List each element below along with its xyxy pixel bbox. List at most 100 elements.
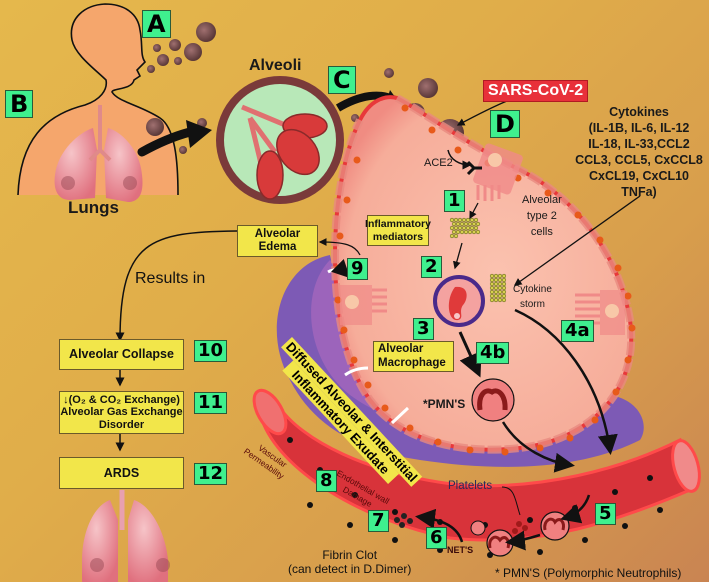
- cytokine-dot: [493, 285, 499, 291]
- mediator-dot: [475, 229, 481, 235]
- mediator-dot: [457, 217, 463, 223]
- nucleus-dot: [624, 292, 632, 300]
- mediator-dot: [463, 221, 469, 227]
- arrow-lungs-to-alveoli: [137, 127, 195, 157]
- step-tag-4a: 4a: [561, 320, 594, 342]
- nucleus-dot: [406, 424, 414, 432]
- endothelial-nucleus: [527, 517, 533, 523]
- cytokine-dot: [493, 289, 499, 295]
- cytokine-storm-line: storm: [519, 299, 545, 310]
- box-line: ↓(O₂ & CO₂ Exchange): [63, 393, 180, 406]
- alveolar-collapse-box: Alveolar Collapse: [59, 339, 184, 370]
- ards-box: ARDS: [59, 457, 184, 489]
- step-tag-d: D: [490, 110, 520, 138]
- nucleus-dot: [454, 146, 462, 154]
- mediator-dot: [467, 221, 473, 227]
- cytokine-dot: [501, 297, 507, 303]
- mediator-dot: [465, 217, 471, 223]
- step-tag-c: C: [328, 66, 356, 94]
- sars-cov-2-label: SARS-CoV-2: [483, 80, 589, 102]
- nucleus-dot: [614, 264, 622, 272]
- ace2-label: ACE2: [424, 157, 453, 169]
- cytokines-title: Cytokines: [609, 105, 669, 119]
- nucleus-dot: [343, 196, 351, 204]
- step-tag-1: 1: [444, 190, 465, 212]
- white-arrows: [327, 259, 410, 425]
- cytokine-dot: [497, 273, 503, 279]
- mediator-dot: [453, 217, 459, 223]
- type2-cells-label: Alveolar type 2 cells: [522, 192, 562, 240]
- alveolar-macrophage-box: Alveolar Macrophage: [373, 341, 454, 372]
- mediator-dot: [459, 229, 465, 235]
- nucleus-dot: [574, 211, 582, 219]
- endothelial-nucleus: [287, 437, 293, 443]
- cytokine-dot: [493, 281, 499, 287]
- lungs-illustration: [54, 105, 143, 202]
- cytokines-line: IL-18, IL-33,CCL2: [588, 137, 690, 151]
- step-tag-b: B: [5, 90, 34, 118]
- mediator-dot: [455, 229, 461, 235]
- macrophage-cell: [433, 275, 485, 327]
- mediator-dot: [473, 225, 479, 231]
- endothelial-nucleus: [582, 537, 588, 543]
- endothelial-nucleus: [622, 523, 628, 529]
- box-line: Inflammatory: [365, 218, 431, 231]
- nucleus-dot: [596, 236, 604, 244]
- endothelial-nucleus: [392, 537, 398, 543]
- ards-lungs-illustration: [82, 490, 170, 582]
- mediator-dot: [471, 221, 477, 227]
- ace2-receptor-icon: [466, 160, 482, 176]
- cytokine-dot: [497, 289, 503, 295]
- mediator-dot: [463, 229, 469, 235]
- cytokine-storm-label: Cytokine storm: [513, 282, 552, 312]
- cytokine-dot: [493, 293, 499, 299]
- mediator-dot: [465, 225, 471, 231]
- step-tag-4b: 4b: [476, 342, 510, 364]
- alveolar-edema-box: Alveolar Edema: [237, 225, 318, 257]
- mediator-dot: [461, 217, 467, 223]
- cytokine-dot: [501, 293, 507, 299]
- cytokine-dot: [493, 273, 499, 279]
- cytokine-dot: [489, 277, 495, 283]
- step-tag-6: 6: [426, 527, 447, 549]
- box-line: Alveolar Collapse: [69, 347, 174, 362]
- alveoli-circle: [216, 76, 344, 204]
- nucleus-dot: [401, 104, 409, 112]
- cytokine-dot: [489, 293, 495, 299]
- nucleus-dot: [544, 189, 552, 197]
- mediator-dot: [451, 229, 457, 235]
- nucleus-dot: [566, 434, 574, 442]
- cytokines-line: (IL-1B, IL-6, IL-12: [588, 121, 690, 135]
- fibrin-clot-icon: [394, 513, 413, 528]
- endothelial-nucleus: [352, 492, 358, 498]
- cytokines-list: Cytokines (IL-1B, IL-6, IL-12 IL-18, IL-…: [571, 104, 707, 200]
- step-tag-9: 9: [347, 258, 368, 280]
- box-line: Alveolar: [378, 343, 424, 356]
- type2-cell: [473, 143, 523, 201]
- nucleus-dot: [353, 156, 361, 164]
- endothelial-nucleus: [657, 507, 663, 513]
- nucleus-dot: [334, 296, 342, 304]
- cytokine-dot: [501, 281, 507, 287]
- box-line: Alveolar Gas Exchange: [60, 406, 183, 419]
- fibrin-clot-label: Fibrin Clot (can detect in D.Dimer): [288, 548, 411, 576]
- mediator-dot: [473, 217, 479, 223]
- endothelial-nucleus: [647, 475, 653, 481]
- mediator-dot: [467, 229, 473, 235]
- mediator-dot: [461, 225, 467, 231]
- nucleus-dot: [336, 232, 344, 240]
- cytokine-storm-cluster: [489, 273, 507, 303]
- mediator-dot: [449, 225, 455, 231]
- cytokine-dot: [493, 297, 499, 303]
- step-tag-12: 12: [194, 463, 228, 485]
- nucleus-dot: [612, 388, 620, 396]
- cytokine-dot: [493, 277, 499, 283]
- nucleus-dot: [536, 444, 544, 452]
- nucleus-dot: [381, 404, 389, 412]
- lungs-label: Lungs: [68, 198, 119, 217]
- cytokine-dot: [501, 289, 507, 295]
- mediator-dot: [471, 229, 477, 235]
- cytokine-dot: [497, 285, 503, 291]
- cytokines-line: TNFa): [621, 185, 657, 199]
